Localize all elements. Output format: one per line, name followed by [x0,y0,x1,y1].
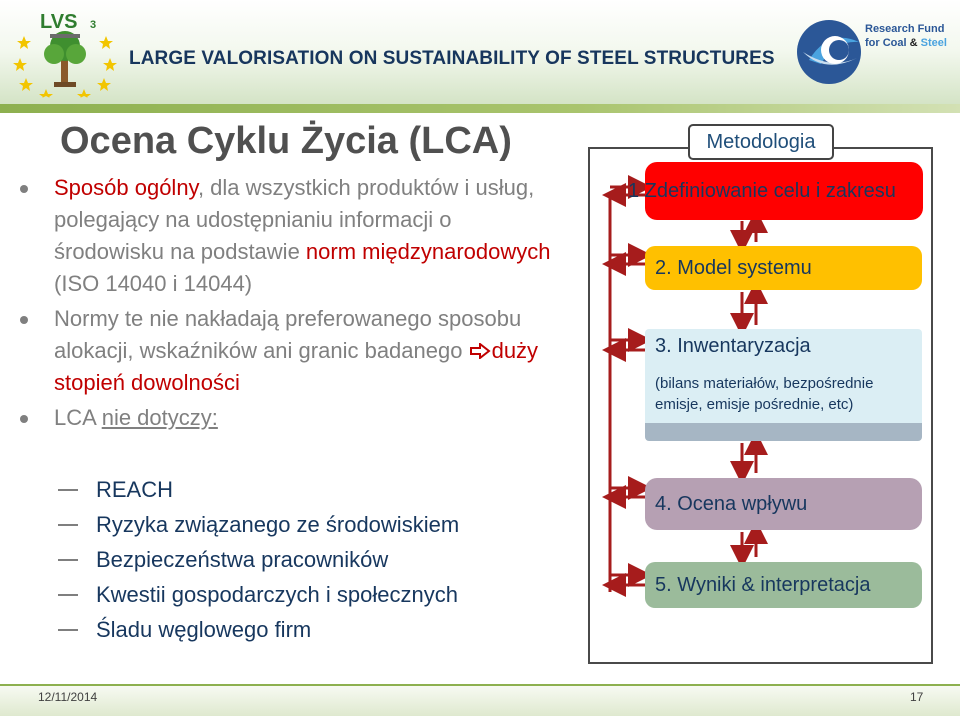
bullet-item: LCA nie dotyczy: [20,402,565,434]
sub-item: Ryzyka związanego ze środowiskiem [58,509,459,541]
header-title: LARGE VALORISATION ON SUSTAINABILITY OF … [129,48,775,69]
bullet-text: norm międzynarodowych [305,239,551,264]
arrow-right-icon [469,343,491,359]
dash-icon [58,489,78,492]
sub-item-label: Ryzyka związanego ze środowiskiem [96,512,460,537]
header-rule [0,104,960,113]
rfcs-line2: for Coal & Steel [865,36,947,50]
lvs-logo-text: LVS [40,11,77,33]
rfcs-line2-a: for Coal [865,37,910,49]
stage-goal-scope: 1 Zdefiniowanie celu i zakresu [628,162,923,220]
sub-item: Śladu węglowego firm [58,614,311,646]
rfcs-line2-b: Steel [917,37,947,49]
stage-note: (bilans materiałów, bezpośrednie emisje,… [655,373,873,415]
stage-impact-assessment: 4. Ocena wpływu [645,478,922,530]
stage-label: 2. Model systemu [655,257,812,279]
stage-results-interpretation: 5. Wyniki & interpretacja [645,562,922,608]
slide-title: Ocena Cyklu Życia (LCA) [60,120,512,162]
bullet-text: (ISO 14040 i 14044) [54,271,253,296]
bullet-text: nie dotyczy: [101,405,218,430]
sub-item: Bezpieczeństwa pracowników [58,544,388,576]
bullet-text: LCA [54,405,102,430]
sub-item-label: Bezpieczeństwa pracowników [96,547,389,572]
flow-arrows [602,175,768,597]
dash-icon [58,524,78,527]
dash-icon [58,559,78,562]
lvs-logo-number: 3 [90,19,96,31]
stage-note-line: emisje, emisje pośrednie, etc) [655,396,854,413]
stage-label: 5. Wyniki & interpretacja [655,574,871,596]
footer-date: 12/11/2014 [38,690,98,704]
rfcs-line2-amp: & [909,37,918,49]
sub-item-label: Śladu węglowego firm [96,617,312,642]
sub-item: REACH [58,474,173,506]
bullet-text: duży stopień dowolności [54,338,539,395]
bullet-item: Normy te nie nakładają preferowanego spo… [20,303,565,399]
sub-item-label: Kwestii gospodarczych i społecznych [96,582,458,607]
stage-label: 4. Ocena wpływu [655,493,808,515]
stage-system-model: 2. Model systemu [645,246,922,290]
rfcs-line1: Research Fund [865,23,945,35]
sub-item: Kwestii gospodarczych i społecznych [58,579,458,611]
page-number: 17 [910,690,924,704]
rfcs-logo [797,20,861,84]
bullet-dot-icon [20,316,28,324]
footer-rule [0,684,960,686]
stage-inventory: 3. Inwentaryzacja (bilans materiałów, be… [645,329,922,441]
stage-note-line: (bilans materiałów, bezpośrednie [655,375,874,392]
stage-label: 1 Zdefiniowanie celu i zakresu [628,180,896,202]
stage-label: 3. Inwentaryzacja [655,335,811,357]
dash-icon [58,594,78,597]
lvs3-logo: LVS 3 [13,11,117,98]
bullet-text: , dla wszystkich produktów i usług, pole… [54,175,535,264]
bullet-text: Normy te nie nakładają preferowanego spo… [54,306,522,363]
bullet-dot-icon [20,415,28,423]
rfcs-logo-text: Research Fund for Coal & Steel [865,22,947,50]
footer-band [0,686,960,716]
bullet-text: Sposób ogólny [54,175,198,200]
bullet-list: Sposób ogólny, dla wszystkich produktów … [20,172,565,434]
methodology-header: Metodologia [688,124,834,160]
dash-icon [58,629,78,632]
bullet-dot-icon [20,185,28,193]
sub-item-label: REACH [96,477,174,502]
bullet-item: Sposób ogólny, dla wszystkich produktów … [20,172,565,300]
